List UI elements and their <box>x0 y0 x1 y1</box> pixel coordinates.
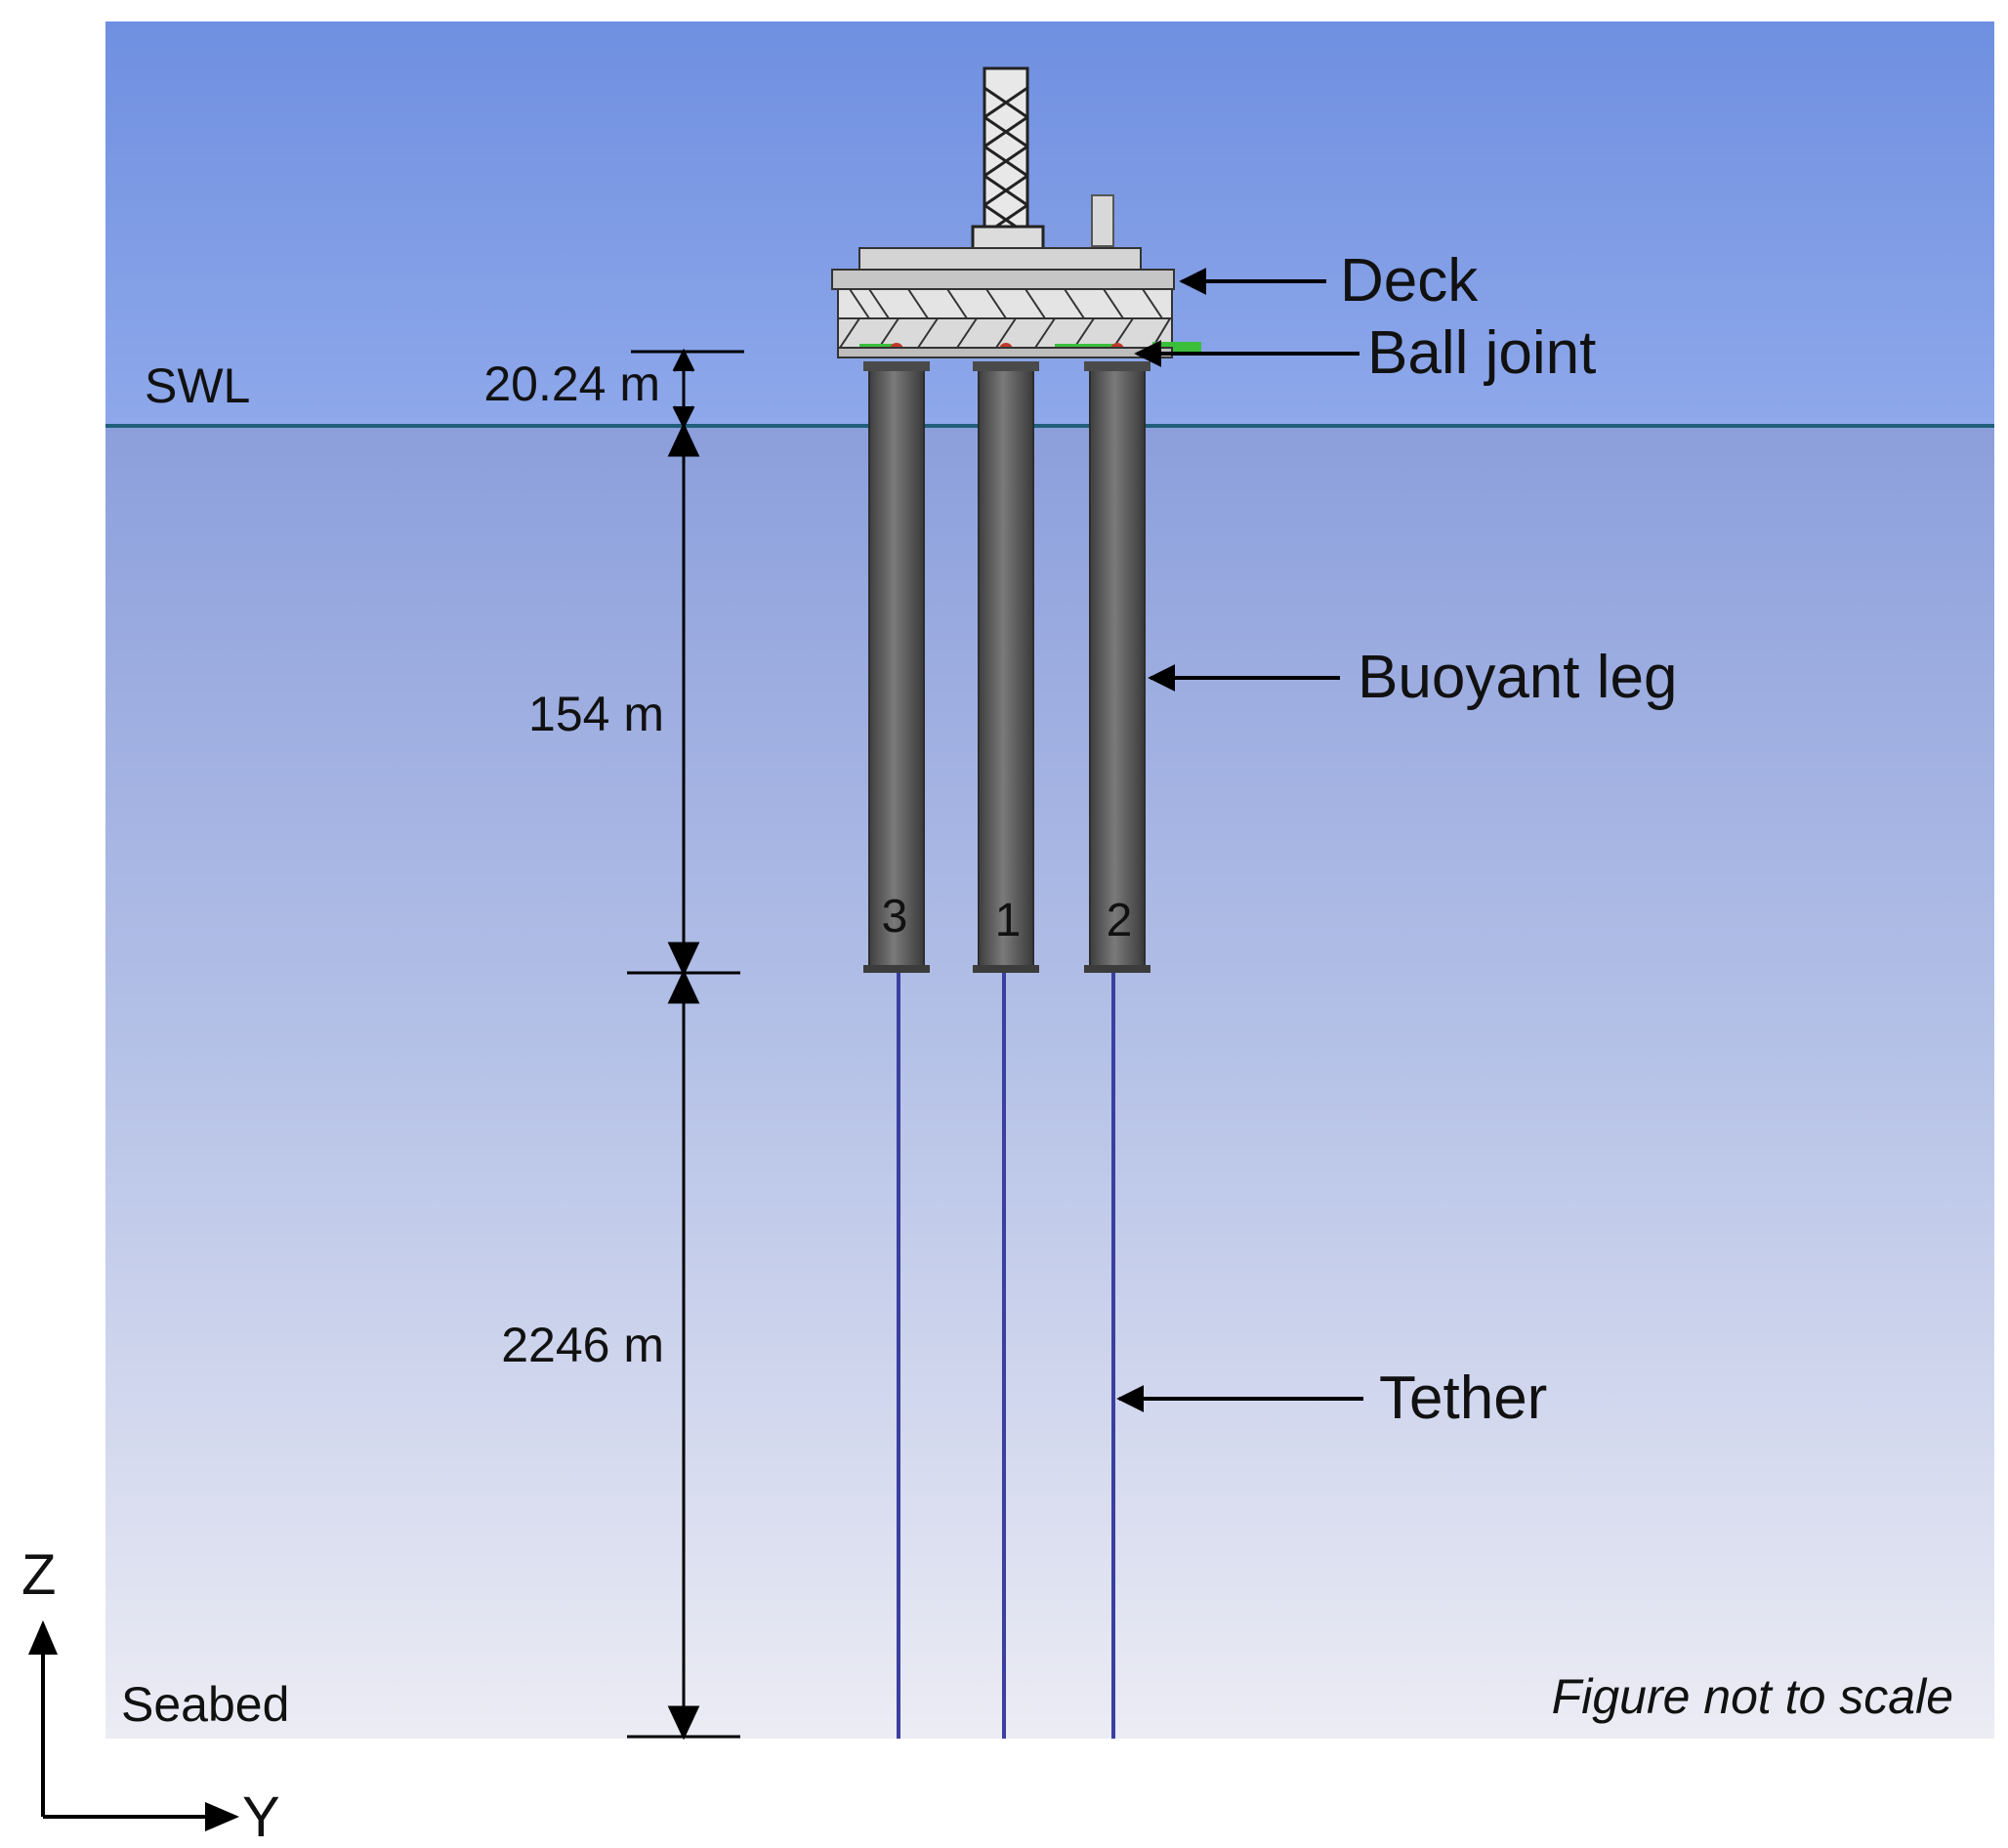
swl-label: SWL <box>145 358 250 413</box>
leg-2 <box>1089 362 1146 972</box>
callout-arrows <box>1116 268 1363 1412</box>
leg-number-1: 1 <box>995 895 1022 946</box>
dimension-lines <box>627 348 744 1741</box>
leg-number-2: 2 <box>1107 895 1133 946</box>
tether-length-dimension: 2246 m <box>501 1318 664 1372</box>
sky-region <box>105 21 1994 426</box>
flare-stack <box>1091 194 1114 247</box>
buoyant-leg-label: Buoyant leg <box>1358 644 1677 711</box>
seabed-label: Seabed <box>121 1677 289 1732</box>
axis-indicator <box>27 1619 240 1832</box>
leg-3 <box>868 362 925 972</box>
tethers <box>897 967 1115 1739</box>
deck-structure <box>831 66 1201 358</box>
water-region <box>105 426 1994 1739</box>
axis-y-label: Y <box>242 1785 280 1848</box>
not-to-scale-note: Figure not to scale <box>1552 1669 1953 1724</box>
deck-label: Deck <box>1340 247 1479 315</box>
ball-joint-label: Ball joint <box>1367 319 1596 387</box>
freeboard-dimension: 20.24 m <box>483 357 660 411</box>
axis-z-label: Z <box>21 1543 56 1607</box>
leg-draft-dimension: 154 m <box>528 687 664 741</box>
buoyant-legs <box>863 361 1150 973</box>
leg-number-3: 3 <box>882 891 908 943</box>
leg-1 <box>978 362 1034 972</box>
tether-label: Tether <box>1379 1365 1547 1432</box>
